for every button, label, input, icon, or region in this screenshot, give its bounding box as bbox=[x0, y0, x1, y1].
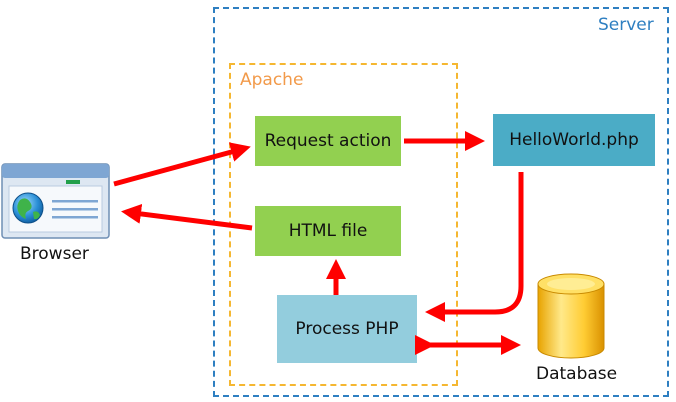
arrow-html-to-browser bbox=[121, 203, 253, 231]
arrow-browser-to-request bbox=[113, 142, 251, 187]
browser-label: Browser bbox=[20, 244, 89, 264]
process-php-node: Process PHP bbox=[277, 295, 417, 363]
browser-icon bbox=[1, 163, 110, 239]
apache-label: Apache bbox=[240, 70, 304, 90]
helloworld-php-node: HelloWorld.php bbox=[493, 114, 655, 166]
html-file-node: HTML file bbox=[255, 206, 401, 256]
request-action-node: Request action bbox=[255, 116, 401, 166]
server-container bbox=[213, 7, 669, 397]
database-label: Database bbox=[536, 364, 618, 384]
server-label: Server bbox=[598, 15, 654, 35]
arrow-helloworld-to-process bbox=[425, 172, 524, 322]
database-icon bbox=[537, 273, 605, 359]
